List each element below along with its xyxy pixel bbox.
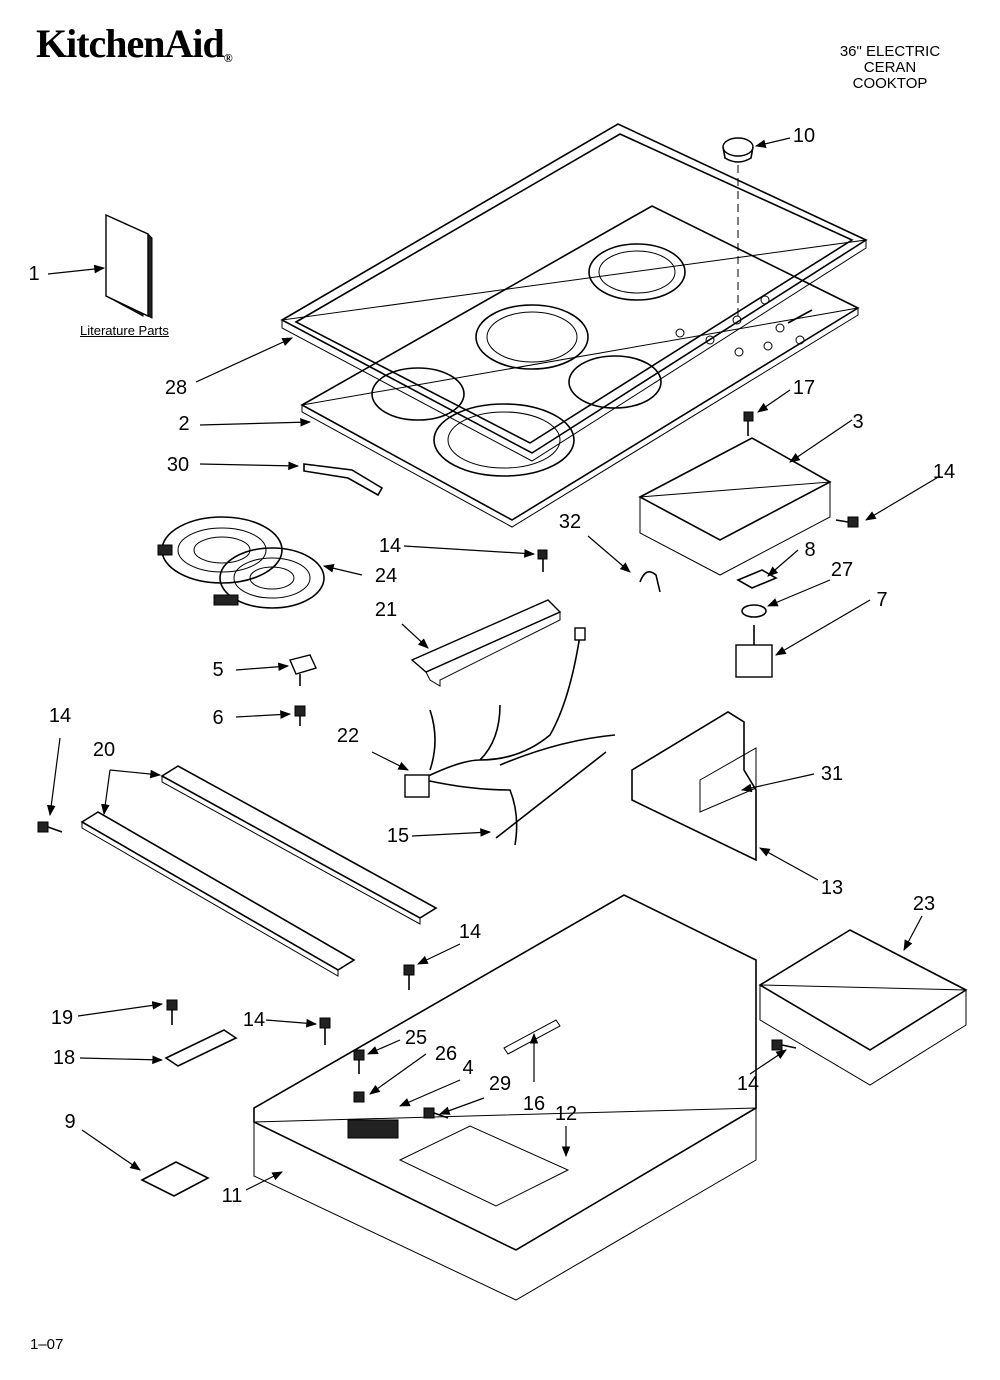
screw-part xyxy=(353,1049,365,1074)
screw-part xyxy=(771,1039,797,1051)
callout-6: 6 xyxy=(212,707,224,729)
terminal-box xyxy=(758,929,968,1086)
screw-part xyxy=(353,1091,365,1103)
page-number: 1–07 xyxy=(30,1336,64,1353)
literature-parts-label: Literature Parts xyxy=(80,323,169,338)
callout-14: 14 xyxy=(736,1073,760,1095)
callout-1: 1 xyxy=(28,263,40,285)
ceran-glass-top xyxy=(300,205,860,528)
callout-28: 28 xyxy=(164,377,188,399)
side-rail xyxy=(160,765,438,925)
model-line: CERAN xyxy=(863,59,917,76)
wire-harness xyxy=(404,627,616,846)
mounting-bracket xyxy=(410,599,562,687)
callout-31: 31 xyxy=(820,763,844,785)
callout-8: 8 xyxy=(804,539,816,561)
clip-part xyxy=(303,463,384,497)
callout-arrows xyxy=(46,137,941,1191)
burner-box xyxy=(638,437,832,576)
screw-part xyxy=(835,516,859,528)
screw-part xyxy=(423,1107,449,1119)
model-line: COOKTOP xyxy=(852,75,928,92)
callout-20: 20 xyxy=(92,739,116,761)
callout-14: 14 xyxy=(932,461,956,483)
washer-part xyxy=(741,604,767,618)
callout-7: 7 xyxy=(876,589,888,611)
callout-16: 16 xyxy=(522,1093,546,1115)
callout-14: 14 xyxy=(242,1009,266,1031)
callout-26: 26 xyxy=(434,1043,458,1065)
callout-4: 4 xyxy=(462,1057,474,1079)
literature-booklet xyxy=(105,213,153,319)
cooktop-frame xyxy=(280,123,868,462)
callout-24: 24 xyxy=(374,565,398,587)
callout-15: 15 xyxy=(386,825,410,847)
callout-23: 23 xyxy=(912,893,936,915)
callout-21: 21 xyxy=(374,599,398,621)
screw-part xyxy=(319,1017,331,1045)
screw-part xyxy=(166,999,178,1025)
callout-3: 3 xyxy=(852,411,864,433)
plate-part xyxy=(140,1161,210,1197)
model-title: 36" ELECTRIC CERAN COOKTOP xyxy=(820,44,960,92)
screw-part xyxy=(537,549,548,572)
callout-25: 25 xyxy=(404,1027,428,1049)
clip-part xyxy=(289,654,317,686)
screw-part xyxy=(294,705,306,726)
callout-11: 11 xyxy=(221,1185,243,1207)
callout-17: 17 xyxy=(792,377,816,399)
brand-logo: KitchenAid® xyxy=(36,21,233,66)
callout-9: 9 xyxy=(64,1111,76,1133)
callout-22: 22 xyxy=(336,725,360,747)
callout-14: 14 xyxy=(48,705,72,727)
callout-2: 2 xyxy=(178,413,190,435)
model-line: 36" ELECTRIC xyxy=(839,43,941,60)
callout-27: 27 xyxy=(830,559,854,581)
callout-5: 5 xyxy=(212,659,224,681)
callout-32: 32 xyxy=(558,511,582,533)
screw-part xyxy=(403,964,415,990)
heating-element xyxy=(157,516,325,609)
switch-part xyxy=(735,625,773,678)
callout-14: 14 xyxy=(378,535,402,557)
screw-part xyxy=(743,411,754,436)
corner-bracket xyxy=(631,711,757,862)
callout-10: 10 xyxy=(792,125,816,147)
bracket-plate xyxy=(164,1029,238,1067)
side-rail xyxy=(80,811,356,977)
base-pan xyxy=(253,894,757,1301)
support-rod xyxy=(495,751,607,839)
callout-19: 19 xyxy=(50,1007,74,1029)
callout-14: 14 xyxy=(458,921,482,943)
clip-part xyxy=(639,570,661,593)
callout-29: 29 xyxy=(488,1073,512,1095)
callout-18: 18 xyxy=(52,1047,76,1069)
callout-13: 13 xyxy=(820,877,844,899)
callout-30: 30 xyxy=(166,454,190,476)
plate-part xyxy=(736,569,778,589)
screw-part xyxy=(37,821,63,833)
control-knob xyxy=(722,137,754,318)
callout-12: 12 xyxy=(554,1103,578,1125)
